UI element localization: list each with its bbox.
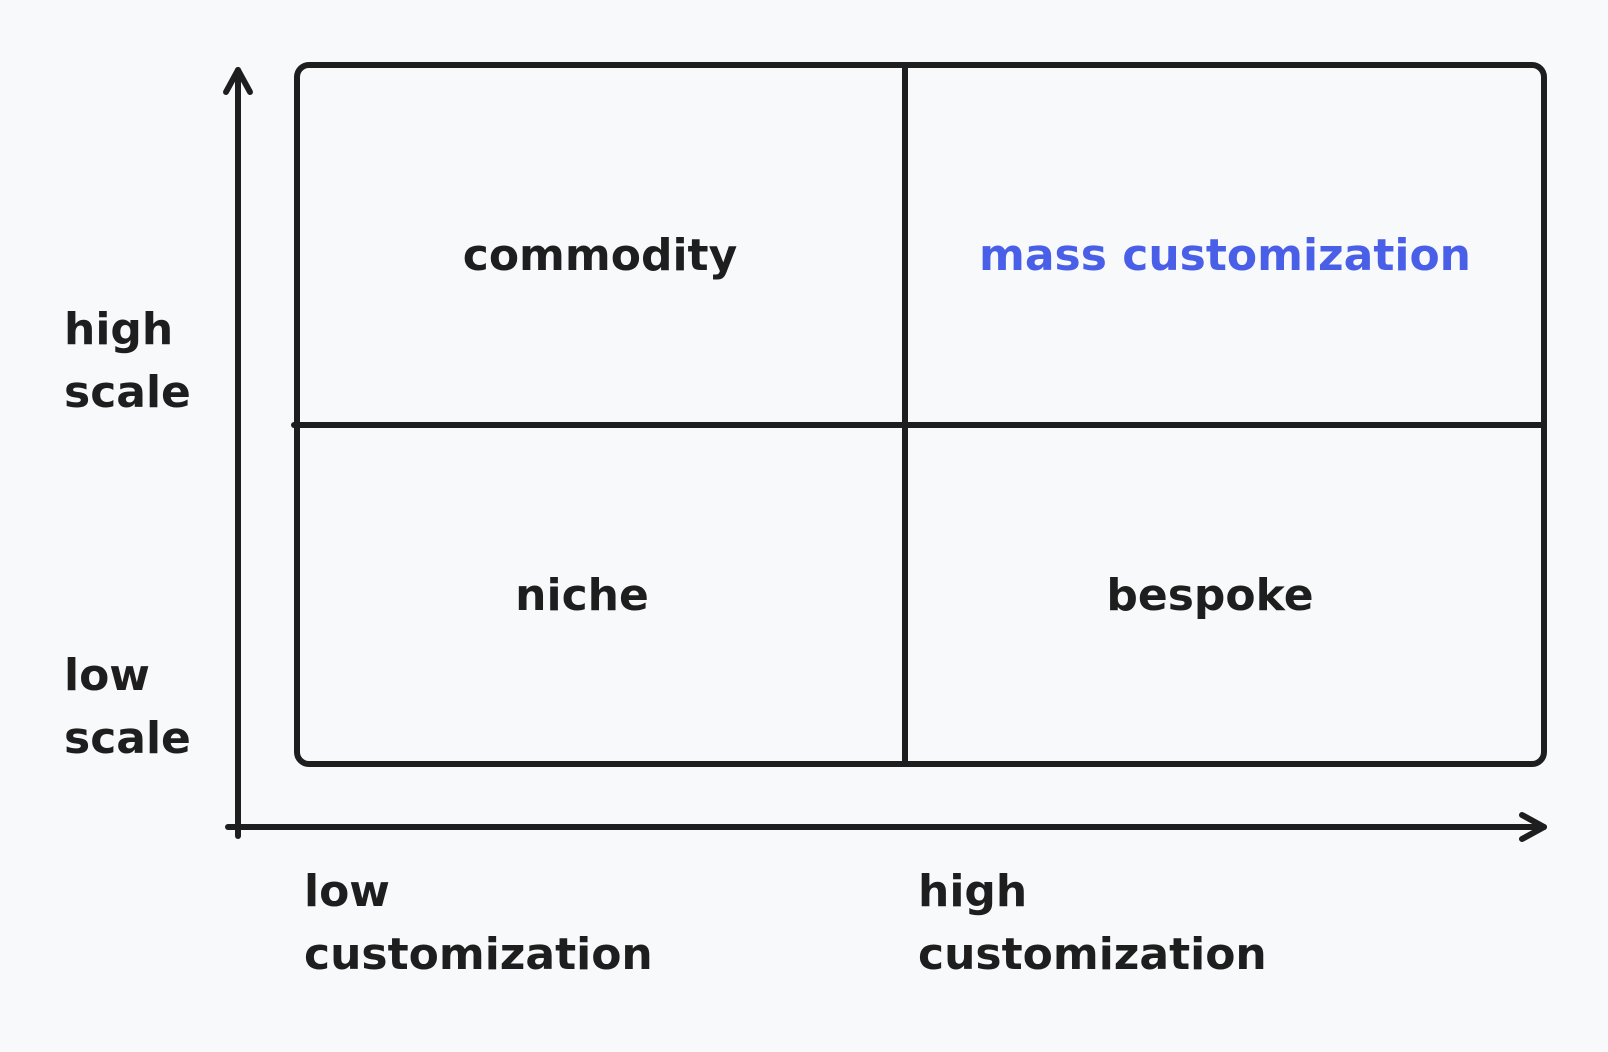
y-axis-label-high-line2: scale <box>64 367 191 418</box>
quadrant-label-niche: niche <box>515 570 649 621</box>
x-axis-label-high-line1: high <box>918 866 1028 917</box>
x-axis-label-low-line2: customization <box>304 929 653 980</box>
x-axis-arrowhead <box>1519 812 1547 842</box>
y-axis-label-low-line2: scale <box>64 713 191 764</box>
x-axis-label-low: low customization <box>304 860 653 986</box>
quadrant-box <box>294 62 1547 767</box>
quadrant-label-commodity: commodity <box>462 230 738 281</box>
y-axis-label-high-line1: high <box>64 304 174 355</box>
x-axis-label-high-line2: customization <box>918 929 1267 980</box>
x-axis-label-low-line1: low <box>304 866 390 917</box>
quadrant-label-mass-customization: mass customization <box>979 230 1471 281</box>
x-axis-label-high: high customization <box>918 860 1267 986</box>
y-axis-label-low-line1: low <box>64 650 150 701</box>
y-axis-label-high: high scale <box>64 298 191 424</box>
quadrant-label-bespoke: bespoke <box>1106 570 1314 621</box>
y-axis-arrowhead <box>223 67 253 95</box>
y-axis-label-low: low scale <box>64 644 191 770</box>
